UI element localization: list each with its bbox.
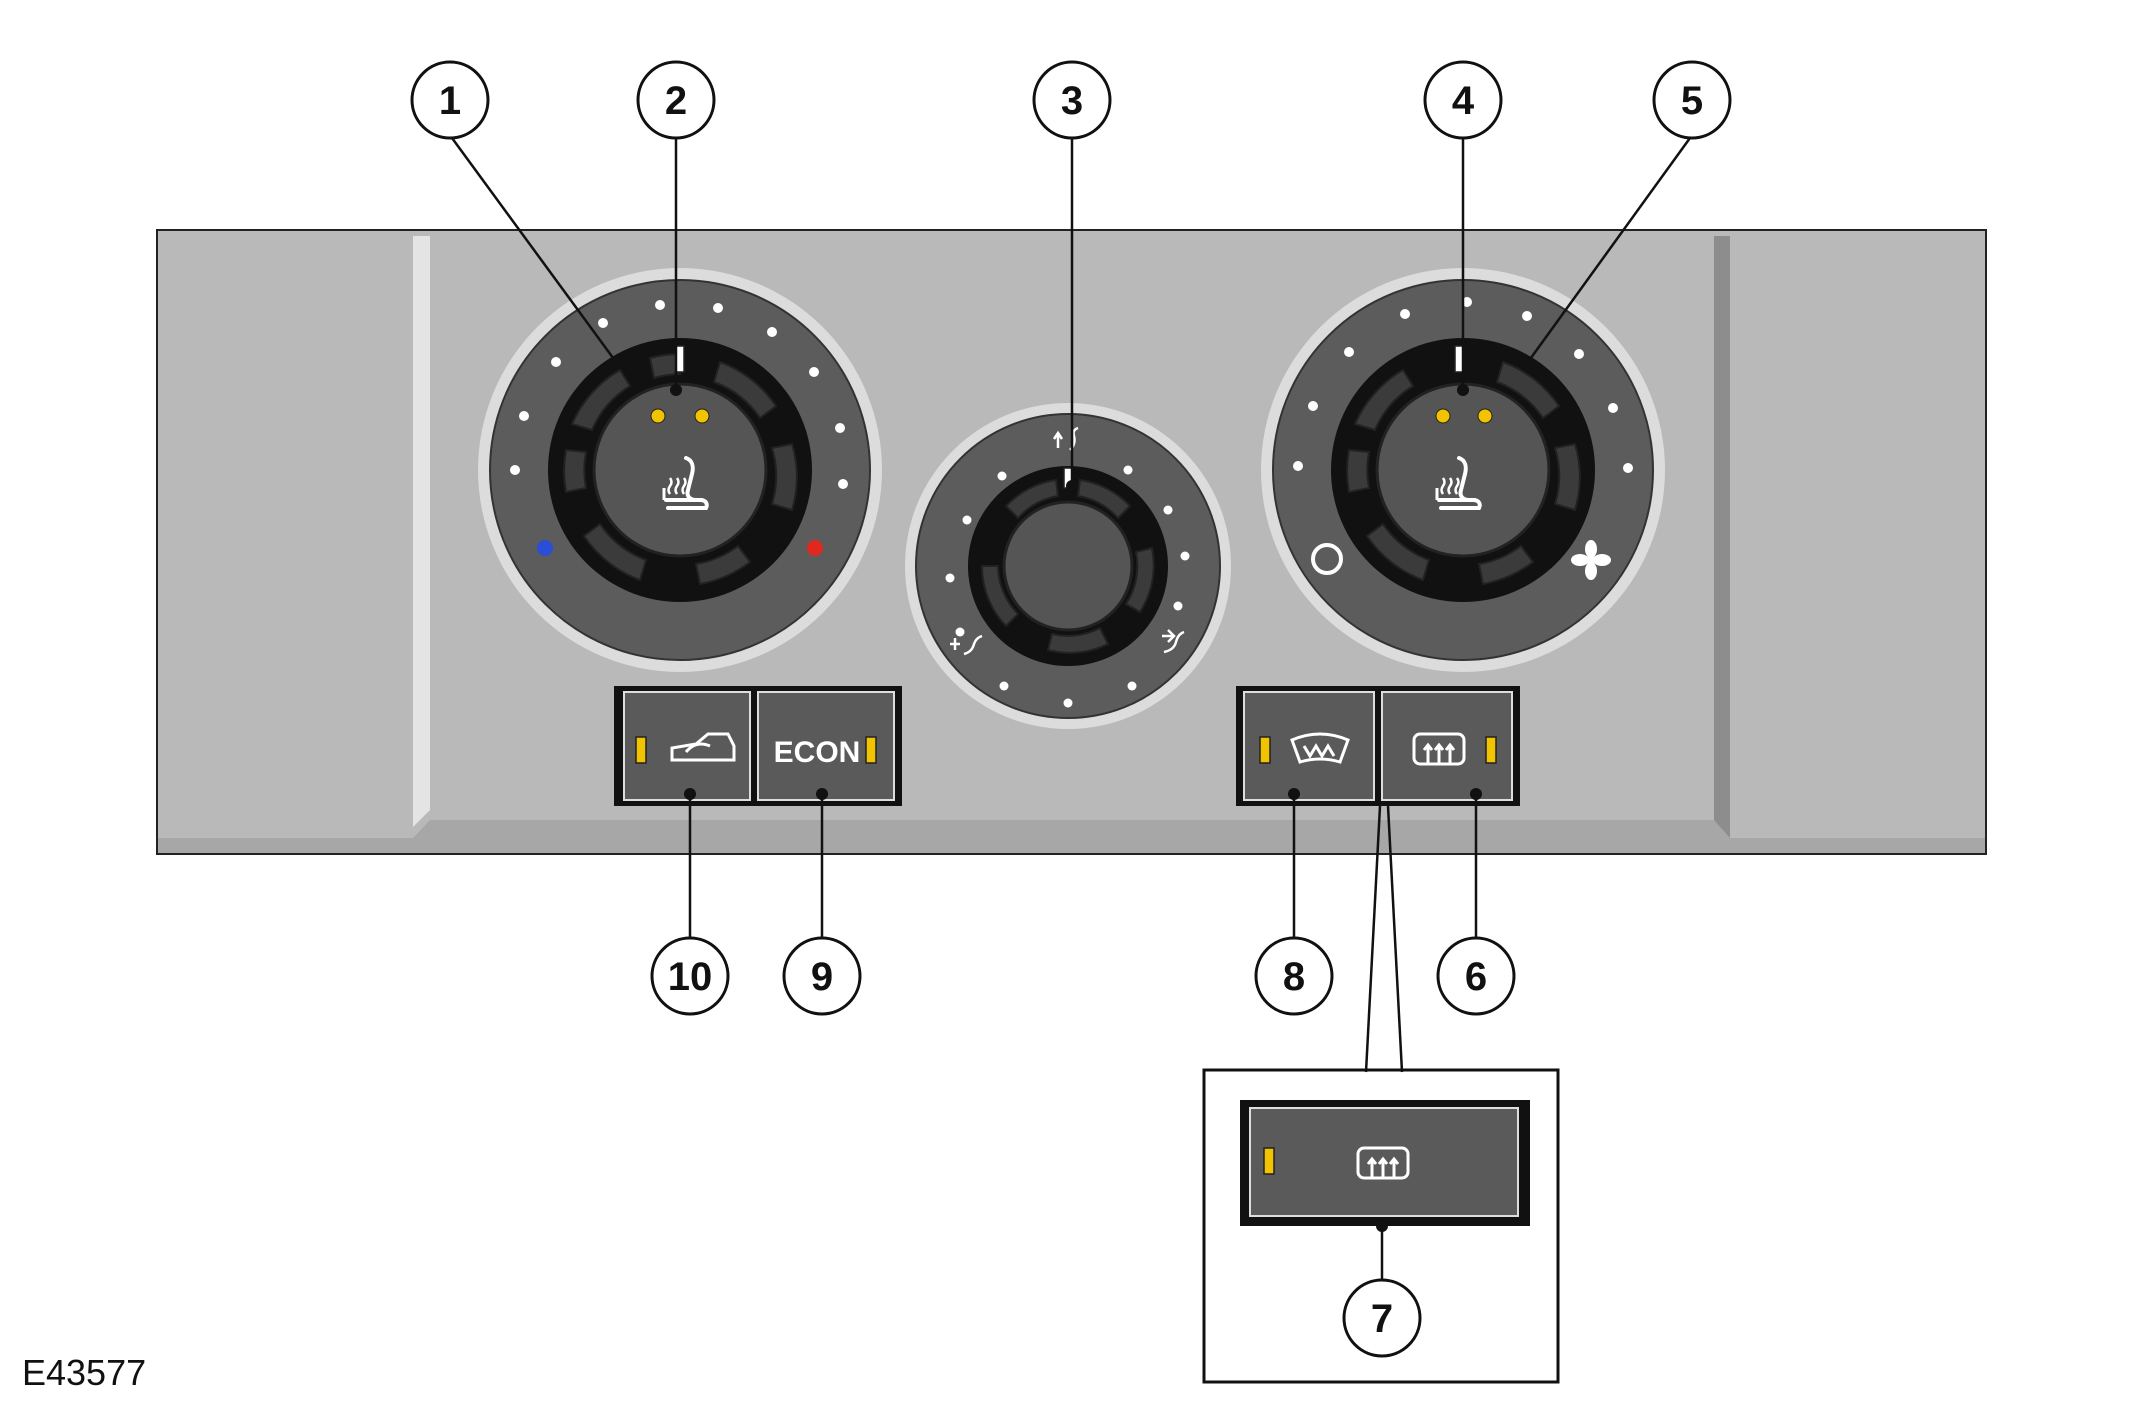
- svg-text:5: 5: [1681, 79, 1703, 123]
- svg-text:1: 1: [439, 79, 461, 123]
- callout-5: 5: [1652, 60, 1732, 140]
- svg-text:7: 7: [1371, 1297, 1393, 1341]
- econ-button[interactable]: ECON: [757, 691, 895, 801]
- svg-text:6: 6: [1465, 955, 1487, 999]
- fan-icon: [1571, 540, 1611, 580]
- svg-text:2: 2: [665, 79, 687, 123]
- inset-indicator-lamp: [1263, 1147, 1275, 1175]
- center-dial-scale-dots: [945, 465, 1190, 708]
- callout-7: 7: [1342, 1278, 1422, 1358]
- svg-text:4: 4: [1452, 79, 1475, 123]
- svg-text:9: 9: [811, 955, 833, 999]
- right-seat-indicator-lamp: [1435, 408, 1451, 424]
- svg-text:10: 10: [668, 955, 713, 999]
- heated-rear-window-button[interactable]: [1381, 691, 1513, 801]
- callout-9: 9: [782, 936, 862, 1016]
- left-temperature-control[interactable]: [478, 268, 882, 672]
- right-seat-indicator-lamp: [1477, 408, 1493, 424]
- leader-endpoints: [610, 356, 1534, 1232]
- callout-4: 4: [1423, 60, 1503, 140]
- panel-bottom-bevel: [157, 820, 1986, 854]
- left-knob-grip-pads: [563, 352, 798, 586]
- left-seat-indicator-lamp: [650, 408, 666, 424]
- callout-8: 8: [1254, 936, 1334, 1016]
- inset-heated-rear-window-button[interactable]: [1249, 1107, 1519, 1217]
- callout-3: 3: [1032, 60, 1112, 140]
- svg-text:3: 3: [1061, 79, 1083, 123]
- figure-id: E43577: [22, 1352, 147, 1393]
- feet-vent-icon: [950, 634, 983, 656]
- blower-speed-control[interactable]: [1261, 268, 1665, 672]
- econ-label: ECON: [774, 736, 861, 769]
- left-seat-indicator-lamp: [694, 408, 710, 424]
- panel-right-bevel: [1714, 236, 1730, 838]
- callout-1: 1: [410, 60, 490, 140]
- heated-windscreen-icon: [1290, 732, 1350, 764]
- windscreen-indicator-lamp: [1259, 736, 1271, 764]
- left-dial-scale-dots: [510, 300, 848, 489]
- econ-indicator-lamp: [865, 736, 877, 764]
- panel-left-bevel: [413, 236, 430, 827]
- recirculation-button[interactable]: [623, 691, 751, 801]
- center-knob-cap: [1002, 500, 1134, 632]
- rear-window-indicator-lamp: [1485, 736, 1497, 764]
- leader-lines: [450, 137, 1692, 1282]
- hot-indicator-dot: [807, 540, 823, 556]
- face-vent-icon: [1162, 629, 1185, 654]
- heated-windscreen-button[interactable]: [1243, 691, 1375, 801]
- recirculation-car-icon: [670, 732, 736, 762]
- right-dial-scale-dots: [1293, 297, 1633, 473]
- right-seat-button[interactable]: [1375, 382, 1551, 558]
- callout-2: 2: [636, 60, 716, 140]
- off-ring-icon: [1311, 543, 1343, 575]
- right-button-cluster: [1236, 686, 1520, 806]
- callouts: 1 2 3 4 5 10 9 8 6 7: [410, 60, 1732, 1358]
- callout-10: 10: [650, 936, 730, 1016]
- cold-indicator-dot: [537, 540, 553, 556]
- recirculation-indicator-lamp: [635, 736, 647, 764]
- svg-text:8: 8: [1283, 955, 1305, 999]
- right-knob-grip-pads: [1346, 360, 1581, 586]
- left-button-cluster: ECON: [614, 686, 902, 806]
- center-knob-grip-pads: [980, 478, 1155, 654]
- air-distribution-control[interactable]: [905, 403, 1231, 729]
- heated-rear-window-icon: [1412, 732, 1466, 766]
- left-seat-button[interactable]: [592, 382, 768, 558]
- heated-rear-window-icon: [1356, 1146, 1410, 1180]
- callout-6: 6: [1436, 936, 1516, 1016]
